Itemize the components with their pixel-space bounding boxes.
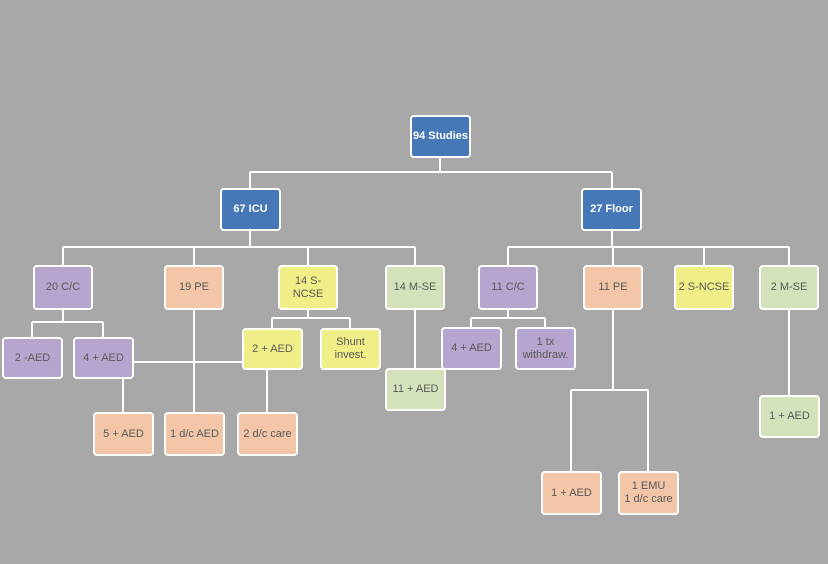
node-floor-pe-pos-aed: 1 + AED: [541, 471, 602, 515]
connector-icu: [62, 230, 416, 265]
connector-floor: [507, 230, 790, 265]
node-icu-mse: 14 M-SE: [385, 265, 445, 310]
node-floor-sncse: 2 S-NCSE: [674, 265, 734, 310]
node-floor-pe: 11 PE: [583, 265, 643, 310]
node-icu-dc-care: 2 d/c care: [237, 412, 298, 456]
connector-icu-sncse: [266, 310, 351, 412]
connector-icu-cc: [31, 310, 104, 337]
node-icu-cc-pos-aed: 4 + AED: [73, 337, 134, 379]
node-icu-cc: 20 C/C: [33, 265, 93, 310]
node-floor-cc: 11 C/C: [478, 265, 538, 310]
node-icu-five-aed: 5 + AED: [93, 412, 154, 456]
connector-root: [249, 158, 613, 188]
node-icu-sncse: 14 S-NCSE: [278, 265, 338, 310]
node-root: 94 Studies: [410, 115, 471, 158]
node-floor-mse: 2 M-SE: [759, 265, 819, 310]
node-icu-sncse-pos-aed: 2 + AED: [242, 328, 303, 370]
connector-floor-pe: [570, 310, 649, 471]
node-floor-tx-withdraw: 1 tx withdraw.: [515, 327, 576, 370]
node-icu-mse-pos-aed: 11 + AED: [385, 368, 446, 411]
node-floor: 27 Floor: [581, 188, 642, 231]
node-icu-dc-aed: 1 d/c AED: [164, 412, 225, 456]
node-icu-shunt: Shunt invest.: [320, 328, 381, 370]
node-floor-emu: 1 EMU 1 d/c care: [618, 471, 679, 515]
node-floor-mse-pos-aed: 1 + AED: [759, 395, 820, 438]
node-icu-cc-neg-aed: 2 -AED: [2, 337, 63, 379]
connector-floor-cc: [470, 310, 546, 327]
node-floor-cc-pos-aed: 4 + AED: [441, 327, 502, 370]
node-icu: 67 ICU: [220, 188, 281, 231]
node-icu-pe: 19 PE: [164, 265, 224, 310]
